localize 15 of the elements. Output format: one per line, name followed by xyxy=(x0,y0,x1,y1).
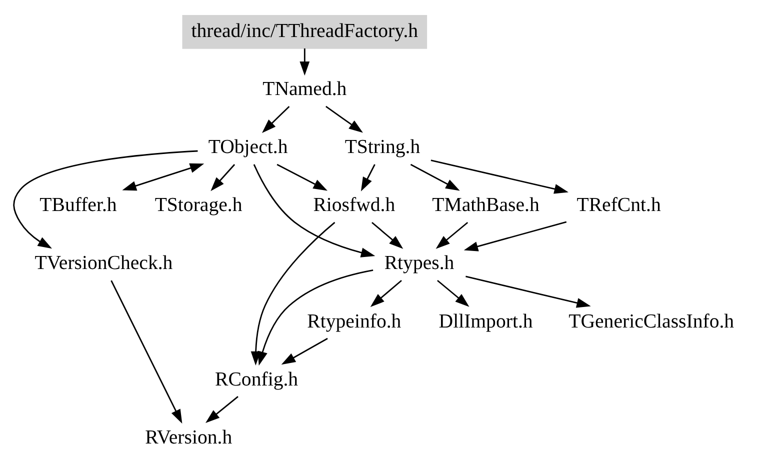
node-text: TRefCnt.h xyxy=(576,194,661,216)
node-text: TStorage.h xyxy=(154,194,242,216)
node-text: Rtypes.h xyxy=(384,252,454,274)
node-text: RVersion.h xyxy=(145,426,232,448)
node-text: TVersionCheck.h xyxy=(34,252,173,274)
node-text: TObject.h xyxy=(208,136,288,158)
node-text: Rtypeinfo.h xyxy=(307,310,402,332)
node-text: TMathBase.h xyxy=(432,194,540,216)
node-text: TString.h xyxy=(344,136,420,158)
node-text: TGenericClassInfo.h xyxy=(568,310,734,332)
node-text: Riosfwd.h xyxy=(313,194,396,216)
node-text: TBuffer.h xyxy=(40,194,117,216)
node-text: DllImport.h xyxy=(438,310,533,332)
node-text: RConfig.h xyxy=(215,368,298,390)
node-text: TNamed.h xyxy=(262,78,347,100)
